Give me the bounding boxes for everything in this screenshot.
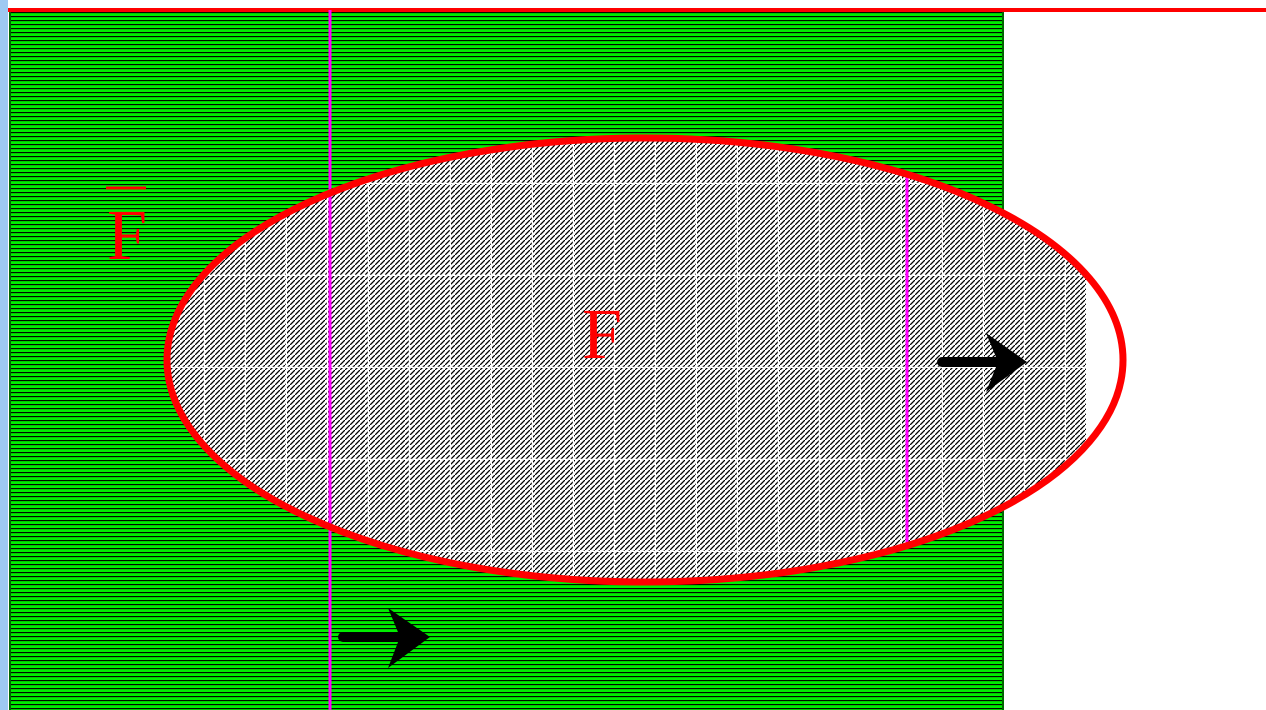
right-arrow-icon [338,608,430,668]
set-f-ellipse-outline [163,134,1127,586]
complement-label: F [107,195,147,275]
set-f-ellipse-group [167,138,1123,582]
left-edge-strip [0,0,8,710]
set-f-grid [169,140,1086,580]
set-label: F [582,294,622,374]
right-arrow-icon [937,333,1027,392]
